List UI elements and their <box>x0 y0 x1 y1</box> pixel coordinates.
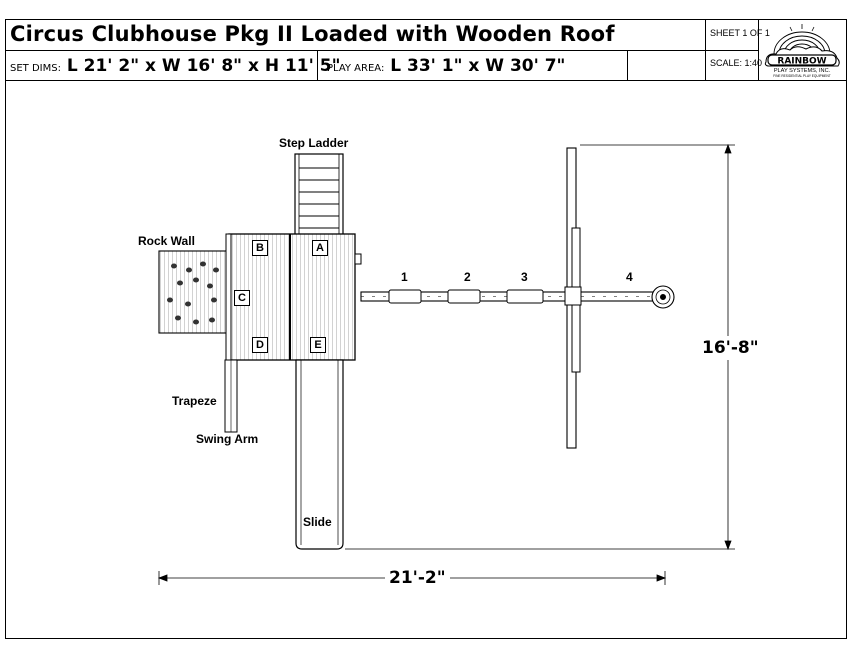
drawing-sheet: Circus Clubhouse Pkg II Loaded with Wood… <box>5 19 847 639</box>
sun-rays-icon <box>789 24 815 32</box>
dimension-lines <box>157 143 735 585</box>
divider <box>705 50 758 51</box>
swing-beam <box>360 289 666 304</box>
rainbow-logo: RAINBOW PLAY SYSTEMS, INC. FINE RESIDENT… <box>764 24 840 78</box>
divider <box>627 50 628 80</box>
a-frame-legs <box>564 147 582 449</box>
width-dimension-label: 21'-2" <box>385 568 450 588</box>
step-ladder <box>294 153 344 239</box>
rock-wall-label: Rock Wall <box>138 234 195 248</box>
slide <box>295 359 344 550</box>
play-area-label: PLAY AREA: <box>327 63 385 74</box>
deck-letter-b: B <box>252 240 268 256</box>
divider <box>758 20 759 80</box>
swing-position-4: 4 <box>626 270 633 284</box>
logo-sub: PLAY SYSTEMS, INC. <box>774 68 831 74</box>
depth-dimension-label: 16'-8" <box>700 336 761 360</box>
scale-label: SCALE: 1:40 <box>710 58 763 68</box>
deck-letter-a: A <box>312 240 328 256</box>
deck-letter-c: C <box>234 290 250 306</box>
trapeze-label: Trapeze <box>172 394 217 408</box>
swing-arm-label: Swing Arm <box>196 432 259 446</box>
logo-tagline: FINE RESIDENTIAL PLAY EQUIPMENT <box>773 74 831 78</box>
set-dims-label: SET DIMS: <box>10 63 61 74</box>
set-dims-value: L 21' 2" x W 16' 8" x H 11' 5" <box>66 56 341 76</box>
swing-arm <box>224 359 238 433</box>
rock-wall <box>158 250 230 334</box>
title-row: Circus Clubhouse Pkg II Loaded with Wood… <box>6 20 706 51</box>
drawing-title: Circus Clubhouse Pkg II Loaded with Wood… <box>10 22 615 46</box>
sheet-number: SHEET 1 OF 1 <box>710 28 770 38</box>
deck-letter-d: D <box>252 337 268 353</box>
set-dims: SET DIMS: L 21' 2" x W 16' 8" x H 11' 5" <box>10 56 340 76</box>
clubhouse-deck <box>225 233 362 361</box>
deck-letter-e: E <box>310 337 326 353</box>
slide-label: Slide <box>303 515 332 529</box>
play-area: PLAY AREA: L 33' 1" x W 30' 7" <box>327 56 565 76</box>
dimensions-row: SET DIMS: L 21' 2" x W 16' 8" x H 11' 5"… <box>6 50 706 81</box>
swing-position-3: 3 <box>521 270 528 284</box>
play-area-value: L 33' 1" x W 30' 7" <box>390 56 566 76</box>
logo-name: RAINBOW <box>777 57 826 67</box>
divider <box>317 50 318 80</box>
header-bottom-border <box>6 80 846 81</box>
tire-swing <box>651 285 675 309</box>
step-ladder-label: Step Ladder <box>279 136 349 150</box>
swing-position-2: 2 <box>464 270 471 284</box>
swing-position-1: 1 <box>401 270 408 284</box>
